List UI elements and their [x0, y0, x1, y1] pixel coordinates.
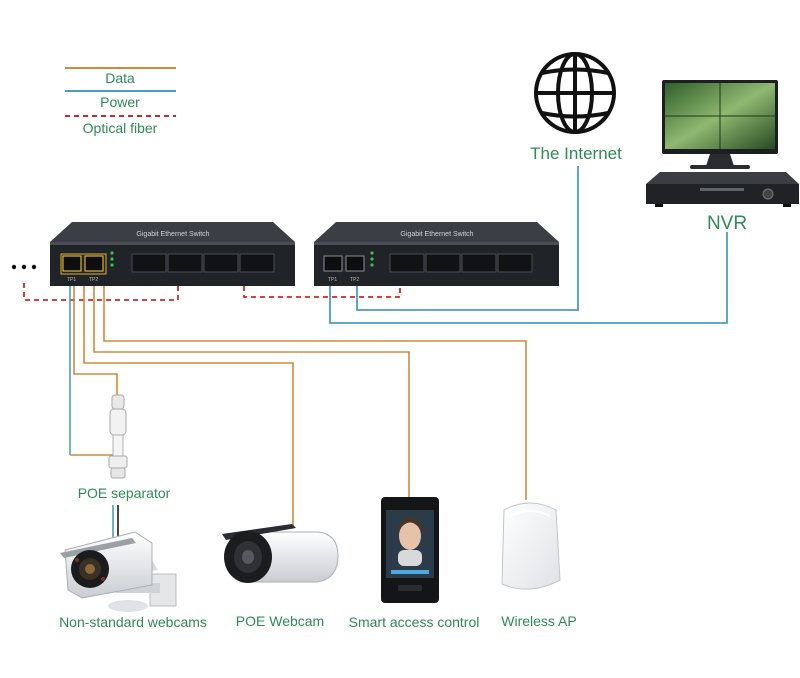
switch-right-port2-label: TP2 [350, 277, 359, 283]
legend-fiber-label: Optical fiber [83, 120, 158, 136]
globe-icon [534, 52, 616, 134]
internet-label: The Internet [530, 144, 622, 163]
switch-left-title: Gigabit Ethernet Switch [136, 231, 209, 238]
switch-left-port-tp1 [62, 255, 82, 272]
poe-separator-device [108, 394, 128, 479]
switch-right-port-tp2 [345, 255, 365, 272]
access-control-device [381, 497, 439, 603]
switch-left: Gigabit Ethernet Switch TP1 TP2 [50, 222, 295, 286]
wireless-ap-device [501, 502, 561, 590]
non-standard-webcams-label: Non-standard webcams [59, 614, 207, 630]
more-devices-ellipsis [11, 264, 37, 270]
switch-left-port-tp2 [84, 255, 104, 272]
legend-power-label: Power [100, 94, 140, 110]
data-line-poe-webcam [83, 276, 294, 528]
switch-right-port1-label: TP1 [328, 277, 337, 283]
internet-link [356, 166, 579, 311]
connections [23, 166, 728, 545]
switch-right-port-tp1 [323, 255, 343, 272]
data-line-wireless-ap [103, 276, 527, 500]
data-line-separator [73, 276, 118, 395]
nvr-label: NVR [707, 213, 747, 234]
fiber-link-left [23, 270, 179, 301]
legend-data-label: Data [105, 70, 135, 86]
nvr-link [329, 232, 728, 324]
switch-left-port1-label: TP1 [67, 277, 76, 283]
data-line-access-control [93, 276, 410, 497]
poe-webcam-label: POE Webcam [236, 613, 324, 629]
nvr-device [646, 172, 799, 207]
smart-access-control-label: Smart access control [349, 614, 480, 630]
poe-webcam-device [222, 524, 339, 583]
switch-left-port2-label: TP2 [89, 277, 98, 283]
poe-separator-label: POE separator [78, 485, 171, 501]
non-standard-webcam-device [60, 531, 177, 612]
wireless-ap-label: Wireless AP [501, 613, 576, 629]
legend: Data Power Optical fiber [65, 67, 176, 136]
switch-right: Gigabit Ethernet Switch TP1 TP2 [314, 222, 559, 286]
monitor-icon [662, 80, 778, 169]
switch-right-title: Gigabit Ethernet Switch [400, 231, 473, 238]
